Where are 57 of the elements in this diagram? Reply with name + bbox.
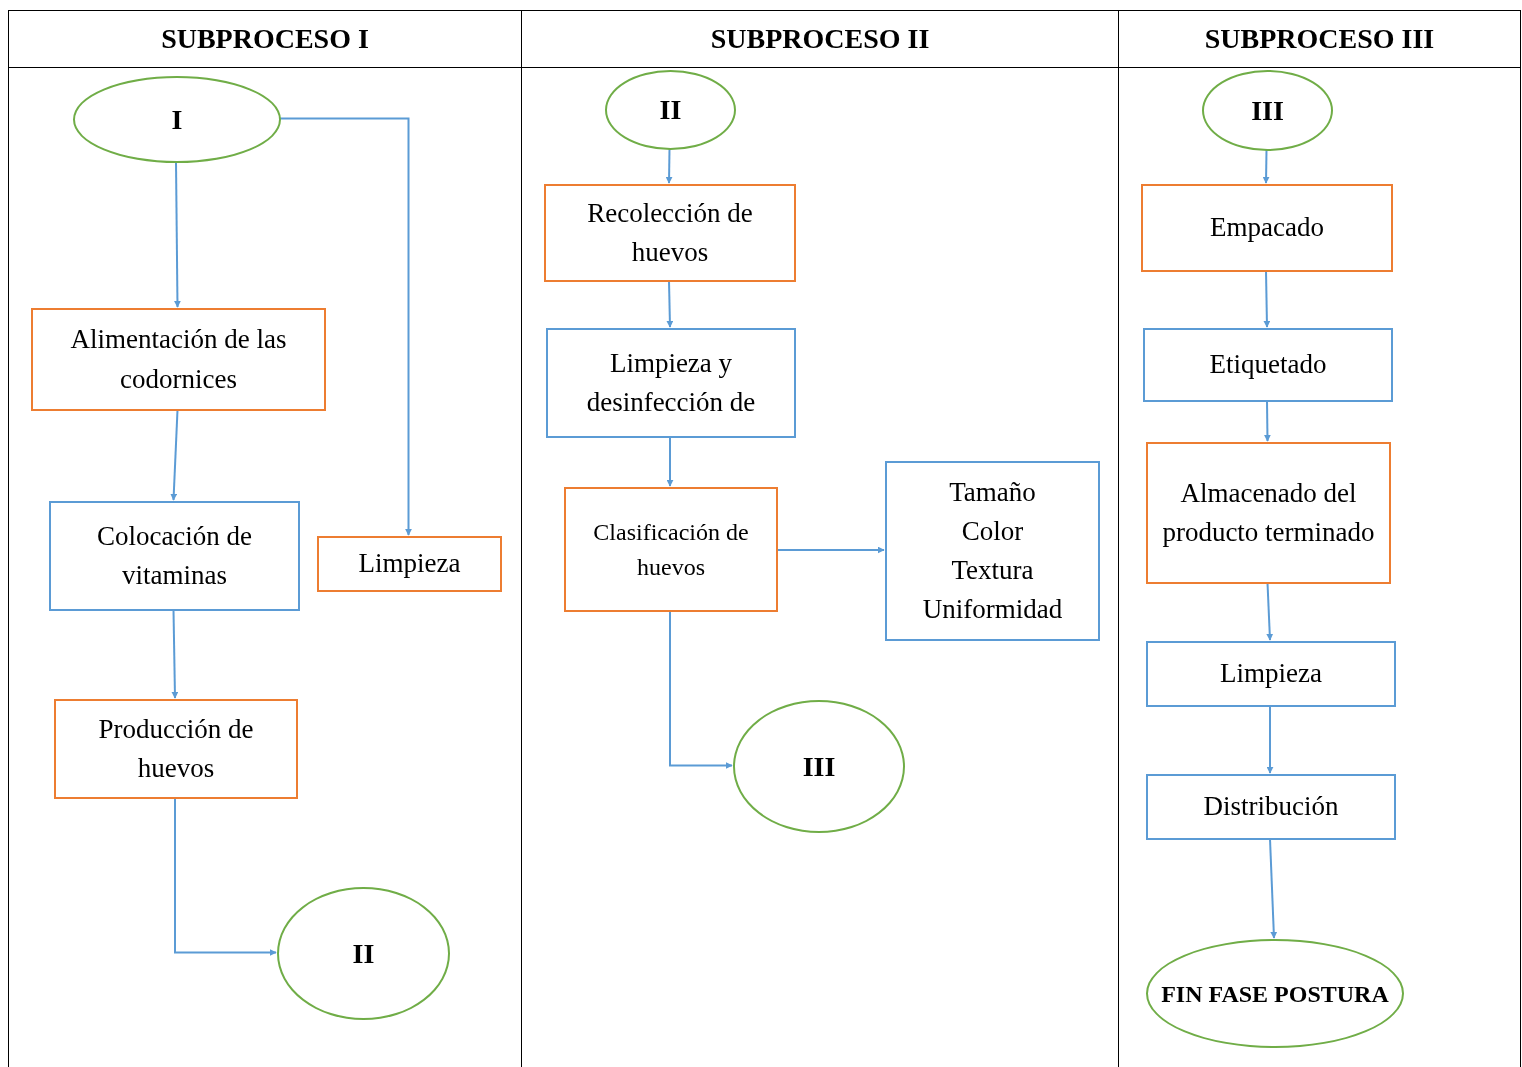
step-label: Recolección de huevos: [586, 196, 754, 269]
step-label: Almacenado del producto terminado: [1161, 476, 1376, 549]
connector-label: FIN FASE POSTURA: [1161, 979, 1389, 1009]
process-box: [564, 487, 778, 612]
arrow: [1263, 270, 1271, 328]
process-column: [8, 10, 521, 1067]
connector-label: II: [659, 94, 682, 126]
process-box: [544, 184, 796, 282]
arrow: [170, 409, 179, 501]
column-heading: SUBPROCESO I: [161, 23, 369, 55]
process-column: [521, 10, 1118, 1067]
step-label: Colocación de vitaminas: [95, 519, 254, 592]
step-label: Alimentación de las codornices: [69, 323, 288, 396]
arrow: [666, 280, 674, 328]
column-heading: SUBPROCESO III: [1204, 23, 1435, 55]
arrow: [174, 797, 277, 956]
arrow: [1266, 705, 1274, 774]
step-label: Etiquetado: [1209, 348, 1327, 382]
arrow: [171, 609, 179, 699]
arrow: [776, 546, 885, 554]
connector-label: III: [802, 750, 836, 783]
step-label: Limpieza: [358, 547, 461, 581]
arrow: [173, 161, 181, 308]
process-box: [1146, 641, 1396, 707]
arrow: [1266, 582, 1274, 641]
process-box: [1146, 774, 1396, 840]
arrow: [669, 610, 733, 769]
step-label: Producción de huevos: [97, 712, 255, 785]
step-label: Limpieza y desinfección de: [585, 346, 757, 419]
step-label: Distribución: [1203, 790, 1339, 824]
step-label: Tamaño: [949, 475, 1036, 509]
process-column: [1118, 10, 1521, 1067]
process-box: [49, 501, 300, 611]
arrow: [1263, 400, 1271, 442]
connector-label: I: [171, 103, 183, 136]
process-box: [54, 699, 298, 799]
process-box: [1141, 184, 1393, 272]
arrow: [279, 117, 412, 536]
arrow: [1262, 149, 1270, 184]
process-box: [1143, 328, 1393, 402]
connector-label: III: [1251, 94, 1284, 127]
step-label: Limpieza: [1220, 657, 1322, 691]
process-box: [546, 328, 796, 438]
step-label: Empacado: [1210, 211, 1324, 245]
process-box: [31, 308, 326, 411]
arrow: [1269, 838, 1278, 939]
column-heading: SUBPROCESO II: [710, 23, 930, 55]
arrow: [665, 148, 673, 184]
process-box: [1146, 442, 1391, 584]
step-label: Clasificación de huevos: [592, 517, 750, 582]
connector-label: II: [352, 937, 375, 970]
step-label: Textura: [951, 554, 1034, 587]
arrow: [666, 436, 674, 487]
process-box: [885, 461, 1100, 641]
step-label: Color: [961, 514, 1024, 548]
process-box: [317, 536, 502, 592]
step-label: Uniformidad: [922, 593, 1063, 627]
